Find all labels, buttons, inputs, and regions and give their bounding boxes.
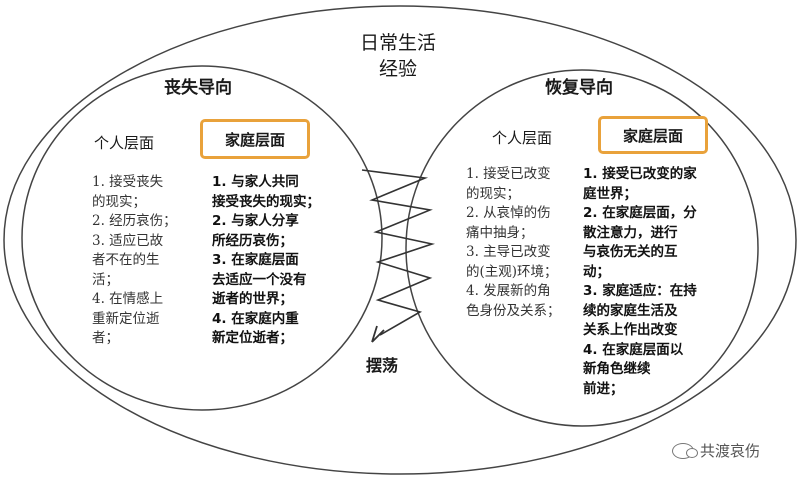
restoration-ellipse xyxy=(405,69,759,427)
restoration-family-line: 前进； xyxy=(583,380,624,397)
loss-individual-label: 个人层面 xyxy=(94,134,155,152)
loss-family-line: 3. 在家庭层面 xyxy=(212,252,299,268)
restoration-family-line: 关系上作出改变 xyxy=(583,322,678,338)
restoration-individual-line: 的(主观)环境； xyxy=(466,263,558,280)
restoration-individual-line: 4. 发展新的角 xyxy=(466,283,551,299)
restoration-individual-line: 痛中抽身； xyxy=(466,224,534,241)
loss-family-line: 4. 在家庭内重 xyxy=(212,310,299,327)
loss-family-line: 接受丧失的现实； xyxy=(212,193,320,210)
loss-individual-line: 1. 接受丧失 xyxy=(92,174,164,190)
restoration-individual-line: 色身份及关系； xyxy=(466,302,561,319)
loss-individual-line: 4. 在情感上 xyxy=(92,291,164,307)
loss-individual-line: 者； xyxy=(92,330,119,346)
restoration-individual-line: 3. 主导已改变 xyxy=(466,244,551,260)
restoration-family-line: 庭世界； xyxy=(583,185,637,202)
loss-individual-line: 2. 经历哀伤； xyxy=(92,213,177,229)
loss-family-line: 所经历哀伤； xyxy=(212,232,293,249)
restoration-family-label-box: 家庭层面 xyxy=(598,116,708,154)
loss-family-line: 新定位逝者； xyxy=(212,330,293,346)
loss-family-line: 1. 与家人共同 xyxy=(212,174,299,190)
loss-orientation-heading: 丧失导向 xyxy=(164,78,232,98)
restoration-family-line: 新角色继续 xyxy=(583,361,651,377)
restoration-family-line: 续的家庭生活及 xyxy=(583,302,678,319)
loss-family-line: 去适应一个没有 xyxy=(212,271,307,288)
restoration-family-label: 家庭层面 xyxy=(622,126,683,145)
loss-family-label: 家庭层面 xyxy=(224,130,285,149)
loss-individual-line: 3. 适应已故 xyxy=(92,232,164,249)
loss-individual-line: 的现实； xyxy=(92,193,146,210)
loss-family-list: 1. 与家人共同 接受丧失的现实； 2. 与家人分享 所经历哀伤； 3. 在家庭… xyxy=(212,173,362,349)
watermark: 共渡哀伤 xyxy=(672,440,760,461)
center-title-line-2: 经验 xyxy=(378,58,417,80)
restoration-family-line: 2. 在家庭层面，分 xyxy=(583,205,697,221)
restoration-individual-label: 个人层面 xyxy=(492,129,553,147)
restoration-orientation-heading: 恢复导向 xyxy=(545,78,613,98)
loss-family-label-box: 家庭层面 xyxy=(200,119,310,159)
restoration-family-line: 散注意力，进行 xyxy=(583,224,678,241)
loss-individual-list: 1. 接受丧失 的现实； 2. 经历哀伤； 3. 适应已故 者不在的生 活； 4… xyxy=(92,173,197,349)
oscillation-label: 摆荡 xyxy=(366,356,399,375)
restoration-family-line: 动； xyxy=(583,263,610,280)
restoration-family-line: 1. 接受已改变的家 xyxy=(583,166,697,182)
watermark-text: 共渡哀伤 xyxy=(700,442,761,460)
oscillation-arrowhead xyxy=(371,325,385,343)
loss-individual-line: 者不在的生 xyxy=(92,252,160,268)
wechat-icon xyxy=(672,442,698,459)
restoration-individual-list: 1. 接受已改变 的现实； 2. 从哀悼的伤 痛中抽身； 3. 主导已改变 的(… xyxy=(466,165,576,321)
outer-ellipse xyxy=(3,5,797,475)
loss-individual-line: 活； xyxy=(92,271,119,288)
center-title: 日常生活 经验 xyxy=(348,30,448,82)
restoration-family-line: 3. 家庭适应：在持 xyxy=(583,283,697,299)
loss-family-line: 2. 与家人分享 xyxy=(212,213,299,229)
restoration-family-line: 与哀伤无关的互 xyxy=(583,244,678,260)
oscillation-zigzag xyxy=(361,169,436,336)
loss-individual-line: 重新定位逝 xyxy=(92,310,160,327)
restoration-family-list: 1. 接受已改变的家 庭世界； 2. 在家庭层面，分 散注意力，进行 与哀伤无关… xyxy=(583,165,733,399)
restoration-family-line: 4. 在家庭层面以 xyxy=(583,341,684,358)
restoration-individual-line: 2. 从哀悼的伤 xyxy=(466,205,551,221)
loss-family-line: 逝者的世界； xyxy=(212,291,293,307)
restoration-individual-line: 1. 接受已改变 xyxy=(466,166,551,182)
loss-ellipse xyxy=(21,65,383,411)
center-title-line-1: 日常生活 xyxy=(359,32,436,54)
restoration-individual-line: 的现实； xyxy=(466,185,520,202)
